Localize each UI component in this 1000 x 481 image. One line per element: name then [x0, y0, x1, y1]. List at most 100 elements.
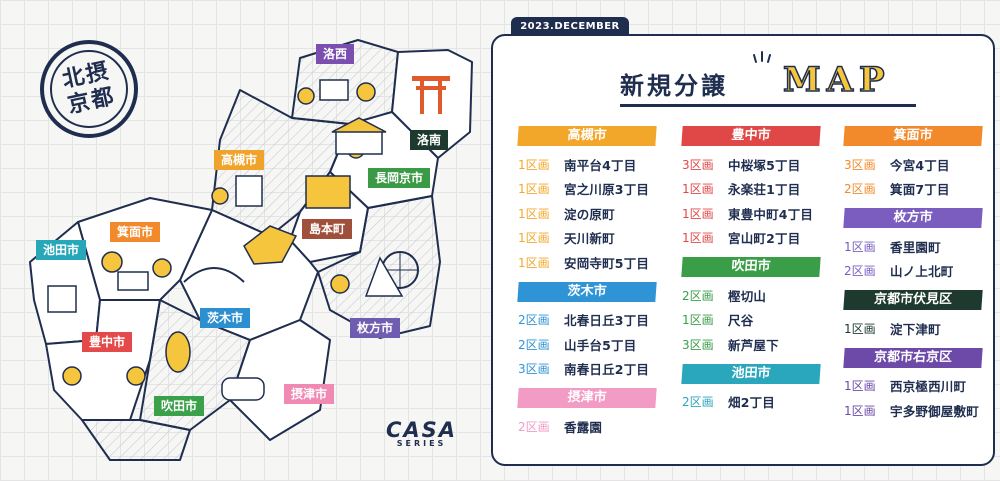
- map-label-hirakata: 枚方市: [350, 318, 401, 338]
- region-south-edge: [81, 419, 191, 461]
- lot-count: 3区画: [682, 337, 714, 352]
- lot-count: 2区画: [844, 182, 876, 197]
- city-header: 箕面市: [843, 126, 983, 146]
- area-name: 中桜塚5丁目: [728, 157, 801, 173]
- city-group: 枚方市 1区画香里園町 2区画山ノ上北町: [843, 208, 983, 283]
- listing-row: 1区画西京極西川町: [844, 374, 982, 399]
- city-header: 池田市: [681, 363, 821, 384]
- lot-count: 2区画: [682, 288, 714, 303]
- brand-logo: CASA SERIES: [386, 418, 457, 448]
- area-name: 今宮4丁目: [890, 157, 950, 173]
- title-underline: [620, 104, 916, 107]
- city-header: 京都市右京区: [843, 347, 983, 368]
- listing-row: 1区画淀の原町: [518, 201, 656, 226]
- listing-row: 1区画淀下津町: [844, 316, 982, 341]
- lot-count: 1区画: [682, 206, 714, 221]
- area-name: 山手台5丁目: [564, 337, 637, 353]
- lot-count: 1区画: [844, 403, 876, 418]
- area-name: 尺谷: [728, 313, 754, 329]
- listing-row: 2区画箕面7丁目: [844, 177, 982, 202]
- city-header: 京都市伏見区: [843, 290, 983, 310]
- area-name: 宮之川原3丁目: [564, 182, 650, 198]
- title-accent: MAP: [782, 59, 891, 101]
- lot-count: 2区画: [844, 264, 876, 279]
- city-header: 摂津市: [517, 388, 657, 408]
- map-label-settsu: 摂津市: [284, 384, 335, 404]
- listing-row: 2区画畑2丁目: [682, 390, 820, 415]
- map-label-rakunan: 洛南: [410, 130, 449, 150]
- area-name: 北春日丘3丁目: [564, 313, 650, 329]
- date-tab: 2023.DECEMBER: [511, 17, 629, 36]
- city-group: 池田市 2区画畑2丁目: [681, 363, 821, 415]
- page-title: 新規分譲 MAP: [620, 59, 916, 116]
- map-label-minoh: 箕面市: [110, 222, 161, 242]
- city-group: 京都市伏見区 1区画淀下津町: [843, 290, 983, 341]
- map-label-ibaraki: 茨木市: [200, 308, 251, 328]
- listing-row: 1区画宮山町2丁目: [682, 226, 820, 251]
- city-header: 吹田市: [681, 257, 821, 277]
- area-name: 淀下津町: [890, 321, 941, 337]
- lot-count: 2区画: [518, 337, 550, 352]
- map-label-shimamoto: 島本町: [302, 219, 353, 239]
- city-header: 高槻市: [517, 126, 657, 146]
- region-map: 北摂 京都 洛西 洛南 高槻市 長岡京市 島本町 箕面市 池田市 茨木市 枚方市…: [0, 0, 480, 481]
- area-name: 樫切山: [728, 288, 767, 304]
- area-name: 畑2丁目: [728, 395, 775, 411]
- map-label-ikeda: 池田市: [36, 240, 87, 260]
- map-label-toyonaka: 豊中市: [82, 332, 133, 352]
- listing-row: 1区画香里園町: [844, 234, 982, 259]
- listing-row: 2区画樫切山: [682, 283, 820, 308]
- area-name: 宇多野御屋敷町: [890, 403, 979, 419]
- area-name: 東豊中町4丁目: [728, 206, 814, 222]
- city-header: 茨木市: [517, 281, 657, 302]
- area-name: 香里園町: [890, 239, 941, 255]
- listing-row: 1区画宮之川原3丁目: [518, 177, 656, 202]
- listing-row: 2区画北春日丘3丁目: [518, 308, 656, 333]
- area-name: 箕面7丁目: [890, 182, 950, 198]
- city-header: 枚方市: [843, 208, 983, 228]
- listing-row: 3区画新芦屋下: [682, 332, 820, 357]
- listing-row: 3区画今宮4丁目: [844, 152, 982, 177]
- area-name: 淀の原町: [564, 206, 615, 222]
- listing-row: 1区画尺谷: [682, 308, 820, 333]
- brand-sub: SERIES: [396, 439, 447, 448]
- lot-count: 3区画: [844, 157, 876, 172]
- stamp-text: 北摂 京都: [60, 58, 118, 119]
- area-name: 安岡寺町5丁目: [564, 255, 650, 271]
- listing-row: 1区画安岡寺町5丁目: [518, 250, 656, 275]
- area-name: 南春日丘2丁目: [564, 362, 650, 378]
- lot-count: 1区画: [518, 255, 550, 270]
- map-label-rakusai: 洛西: [316, 44, 355, 64]
- lot-count: 1区画: [844, 379, 876, 394]
- listing-row: 2区画山手台5丁目: [518, 332, 656, 357]
- sparkle-icon: [753, 51, 771, 63]
- area-name: 西京極西川町: [890, 379, 967, 395]
- region-stamp: 北摂 京都: [40, 40, 138, 138]
- lot-count: 1区画: [682, 313, 714, 328]
- lot-count: 2区画: [518, 313, 550, 328]
- lot-count: 2区画: [682, 395, 714, 410]
- area-name: 山ノ上北町: [890, 264, 954, 280]
- landmark-illustrations: [47, 76, 450, 401]
- listing-row: 3区画中桜塚5丁目: [682, 152, 820, 177]
- brand-main: CASA: [386, 418, 458, 442]
- lot-count: 1区画: [518, 206, 550, 221]
- listing-row: 1区画東豊中町4丁目: [682, 201, 820, 226]
- area-name: 新芦屋下: [728, 337, 779, 353]
- listing-row: 1区画宇多野御屋敷町: [844, 398, 982, 423]
- title-main: 新規分譲: [620, 72, 728, 100]
- area-name: 永楽荘1丁目: [728, 182, 801, 198]
- map-label-suita: 吹田市: [154, 396, 205, 416]
- lot-count: 1区画: [518, 231, 550, 246]
- region-settsu: [229, 319, 331, 441]
- lot-count: 1区画: [682, 231, 714, 246]
